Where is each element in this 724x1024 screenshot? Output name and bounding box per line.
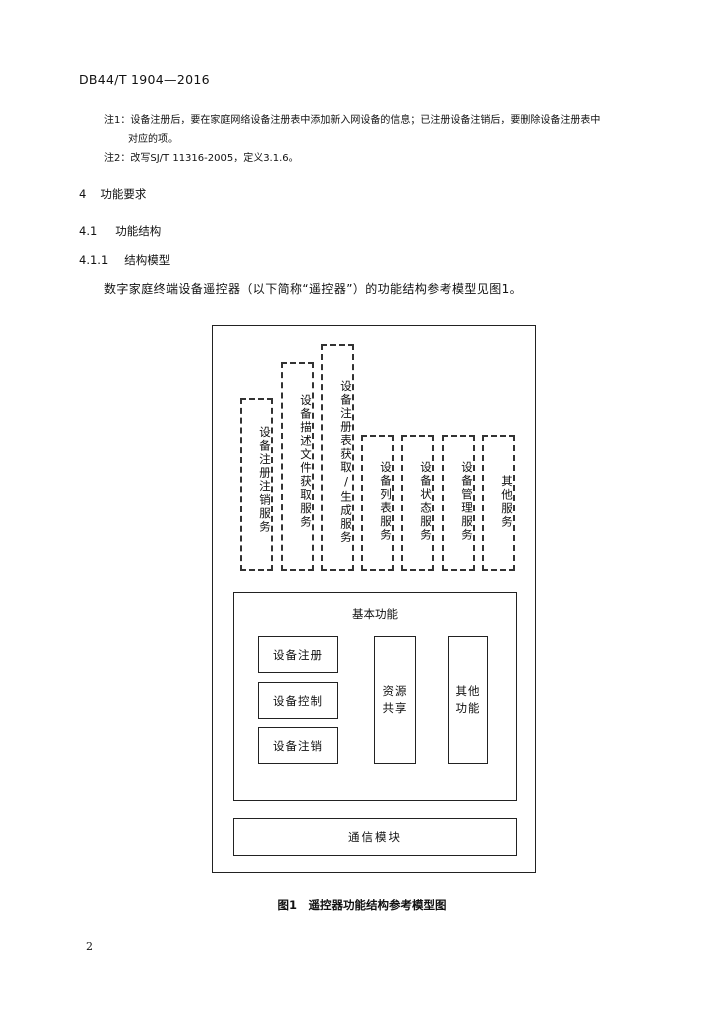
note-1-text: 设备注册后，要在家庭网络设备注册表中添加新入网设备的信息；已注册设备注销后，要删… [130, 115, 601, 126]
service-box-device-status: 设备状态服务 [401, 435, 434, 571]
note-2: 注2：改写SJ/T 11316-2005，定义3.1.6。 [104, 149, 299, 164]
section-4-1-1-heading: 4.1.1 结构模型 [79, 252, 170, 268]
note-2-label: 注2： [104, 153, 131, 164]
function-other: 其他 功能 [448, 636, 488, 764]
note-1: 注1：设备注册后，要在家庭网络设备注册表中添加新入网设备的信息；已注册设备注销后… [104, 111, 600, 126]
function-device-deregister: 设备注销 [258, 727, 338, 764]
communication-module-box: 通信模块 [233, 818, 517, 856]
service-box-device-register-deregister: 设备注册注销服务 [240, 398, 273, 571]
service-box-device-list: 设备列表服务 [361, 435, 394, 571]
section-4-heading: 4 功能要求 [79, 186, 146, 202]
figure-caption: 图1 遥控器功能结构参考模型图 [277, 898, 447, 912]
intro-paragraph: 数字家庭终端设备遥控器（以下简称“遥控器”）的功能结构参考模型见图1。 [104, 282, 523, 296]
function-device-register: 设备注册 [258, 636, 338, 673]
service-label: 设备注册表获取/生成服务 [339, 380, 353, 545]
service-box-registry-get-generate: 设备注册表获取/生成服务 [321, 344, 354, 571]
other-function-line-2: 功能 [455, 701, 481, 715]
section-4-1-heading: 4.1 功能结构 [79, 223, 161, 239]
document-header-code: DB44/T 1904—2016 [79, 72, 210, 87]
service-label: 设备注册注销服务 [258, 426, 272, 534]
function-device-control: 设备控制 [258, 682, 338, 719]
section-4-number: 4 [79, 187, 87, 201]
section-4-1-1-number: 4.1.1 [79, 253, 109, 267]
service-label: 设备管理服务 [460, 461, 474, 542]
section-4-title: 功能要求 [100, 187, 147, 201]
note-2-text: 改写SJ/T 11316-2005，定义3.1.6。 [130, 153, 299, 164]
note-1-continuation: 对应的项。 [128, 134, 178, 145]
figure-frame [212, 325, 536, 873]
service-label: 设备状态服务 [419, 461, 433, 542]
section-4-1-title: 功能结构 [115, 224, 162, 238]
service-label: 设备列表服务 [379, 461, 393, 542]
service-box-device-management: 设备管理服务 [442, 435, 475, 571]
service-label: 其他服务 [500, 475, 514, 529]
section-4-1-number: 4.1 [79, 224, 98, 238]
page-number: 2 [86, 940, 93, 953]
service-box-other: 其他服务 [482, 435, 515, 571]
service-label: 设备描述文件获取服务 [299, 394, 313, 529]
note-1-label: 注1： [104, 115, 131, 126]
section-4-1-1-title: 结构模型 [124, 253, 171, 267]
resource-sharing-line-2: 共享 [382, 701, 408, 715]
other-function-line-1: 其他 [455, 684, 481, 699]
service-box-description-file: 设备描述文件获取服务 [281, 362, 314, 571]
function-resource-sharing: 资源 共享 [374, 636, 416, 764]
basic-function-box [233, 592, 517, 801]
basic-function-title: 基本功能 [352, 607, 398, 621]
resource-sharing-line-1: 资源 [382, 684, 408, 699]
